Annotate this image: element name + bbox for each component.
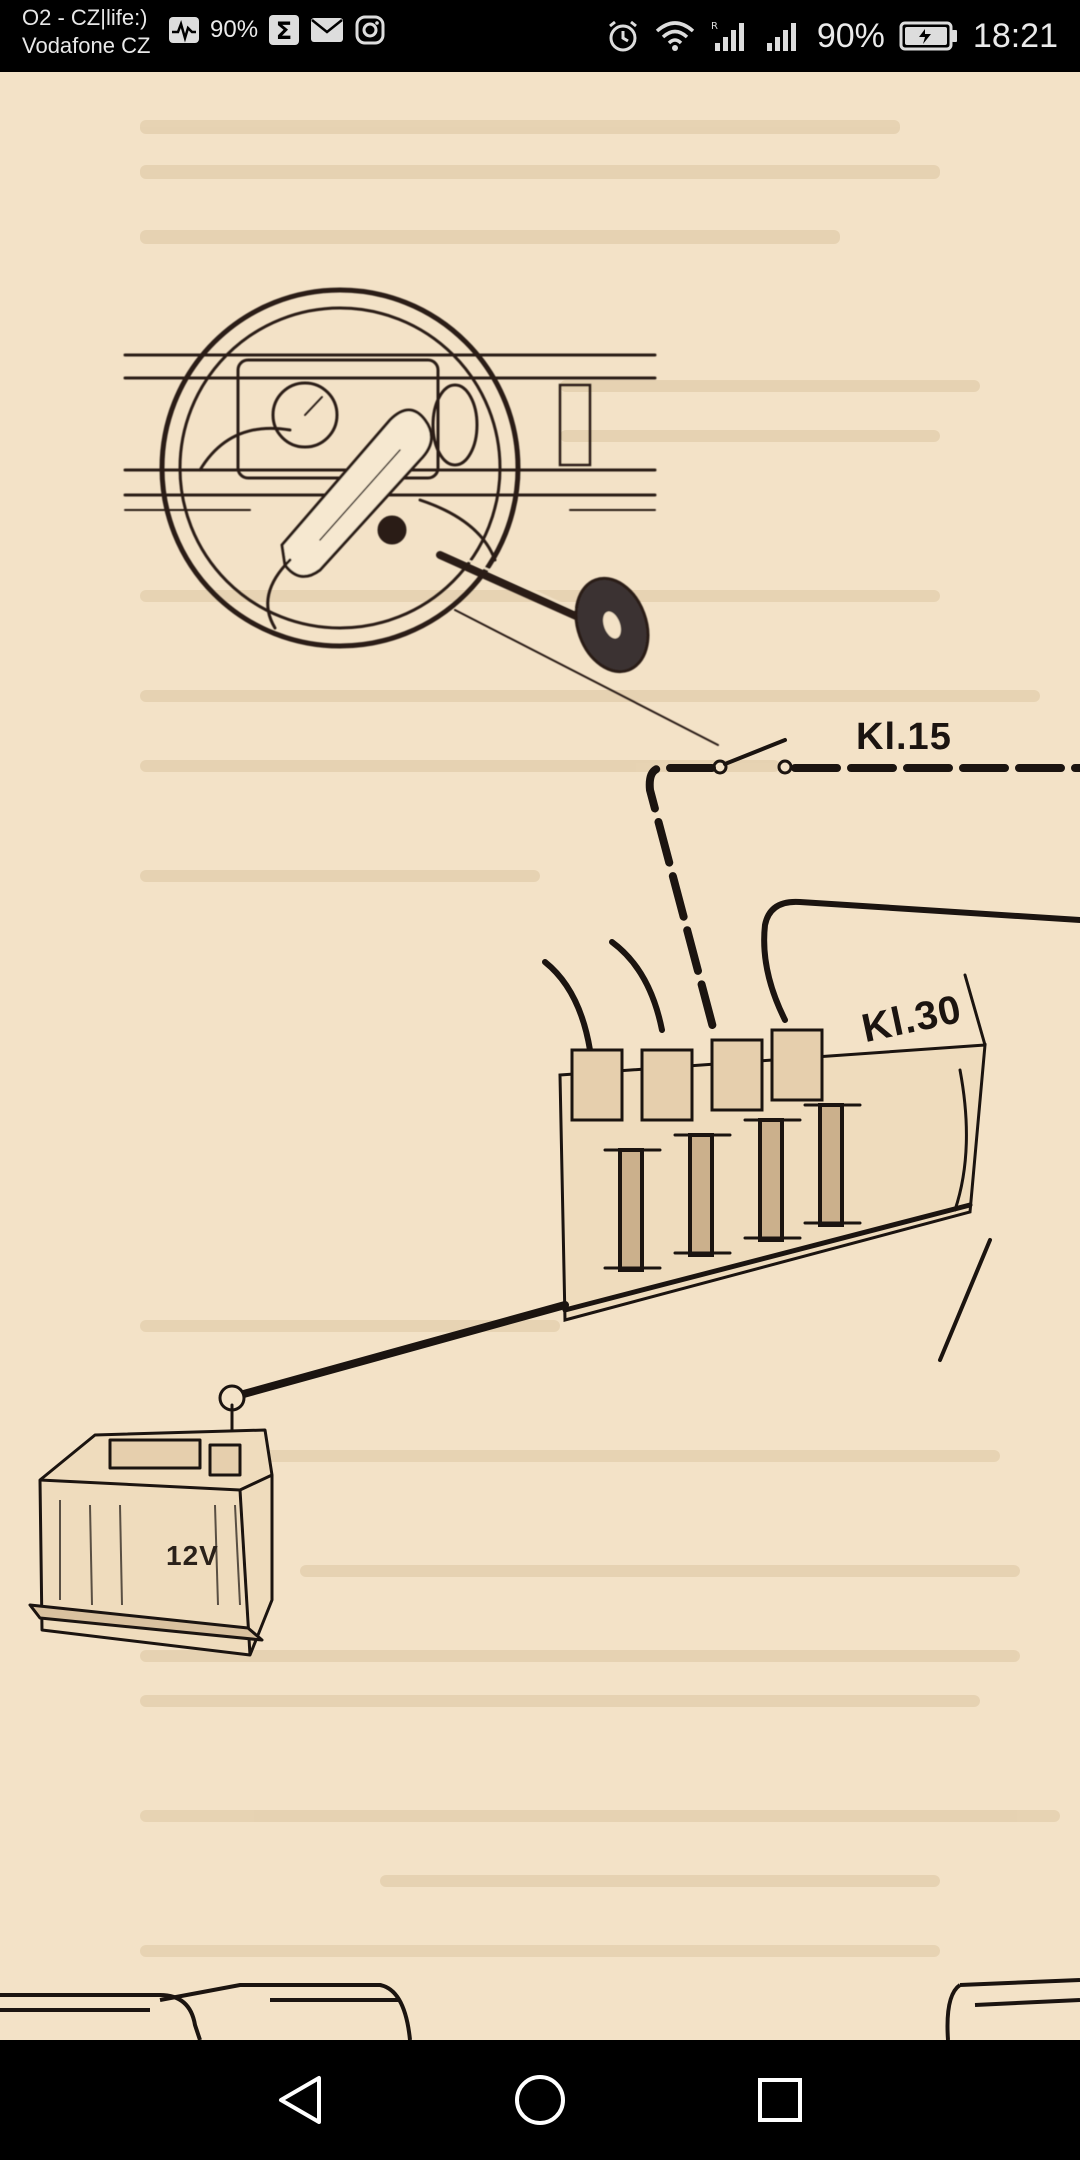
wire-kl30 bbox=[761, 898, 1080, 1023]
mail-icon bbox=[310, 17, 344, 43]
battery-cable bbox=[218, 1301, 569, 1442]
signal-icon: R bbox=[709, 19, 749, 53]
image-viewer[interactable]: Kl.15 Kl.30 12V bbox=[0, 72, 1080, 2040]
small-battery-percent: 90% bbox=[210, 16, 259, 43]
carrier-line-2: Vodafone CZ bbox=[22, 33, 151, 58]
battery bbox=[28, 1428, 274, 1657]
alarm-icon bbox=[605, 18, 641, 54]
carrier-line-1: O2 - CZ|life:) bbox=[22, 5, 148, 30]
battery-label: 12V bbox=[166, 1540, 219, 1571]
wifi-icon bbox=[655, 19, 695, 53]
navigation-bar bbox=[0, 2040, 1080, 2160]
signal-icon bbox=[763, 19, 803, 53]
home-button[interactable] bbox=[510, 2070, 570, 2130]
notification-icons: 90% Σ bbox=[168, 14, 386, 46]
back-icon bbox=[279, 2076, 321, 2124]
recent-apps-icon bbox=[758, 2078, 802, 2122]
svg-text:Σ: Σ bbox=[276, 17, 292, 45]
system-status: R 90% 18:21 bbox=[605, 10, 1058, 62]
fuse-box bbox=[558, 973, 992, 1362]
recent-apps-button[interactable] bbox=[750, 2070, 810, 2130]
battery-icon bbox=[899, 20, 959, 52]
back-button[interactable] bbox=[270, 2070, 330, 2130]
carrier-info: O2 - CZ|life:) Vodafone CZ bbox=[22, 4, 150, 60]
wiring-diagram bbox=[0, 120, 1080, 2040]
dashboard-steering-wheel bbox=[123, 287, 719, 746]
fuse-leads bbox=[542, 939, 665, 1053]
background-text-bleed bbox=[140, 120, 1060, 1957]
ignition-switch-kl15 bbox=[645, 738, 1080, 1039]
home-icon bbox=[515, 2075, 565, 2125]
status-bar: O2 - CZ|life:) Vodafone CZ 90% Σ R 90% bbox=[0, 0, 1080, 72]
activity-icon bbox=[168, 16, 200, 44]
sigma-icon: Σ bbox=[268, 14, 300, 46]
clock: 18:21 bbox=[972, 16, 1058, 55]
svg-text:R: R bbox=[711, 21, 718, 32]
label-kl15: Kl.15 bbox=[856, 716, 952, 758]
battery-percent: 90% bbox=[816, 16, 885, 55]
instagram-icon bbox=[354, 14, 386, 46]
bottom-partial-illustrations bbox=[0, 1978, 1080, 2040]
